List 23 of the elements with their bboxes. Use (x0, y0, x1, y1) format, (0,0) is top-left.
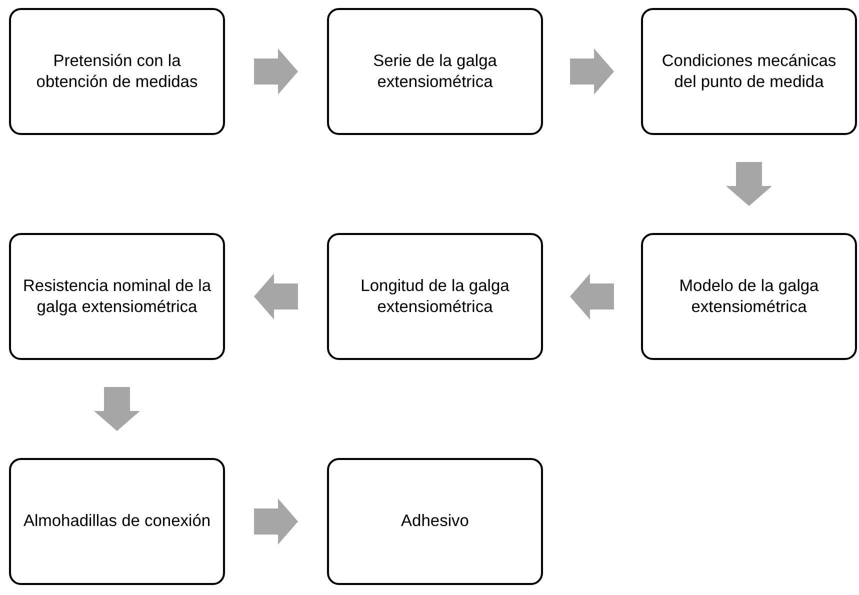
step-label: Pretensión con la obtención de medidas (35, 50, 199, 92)
step-label: Almohadillas de conexión (23, 511, 211, 532)
step-label: Adhesivo (401, 511, 469, 532)
step-label: Serie de la galga extensiométrica (372, 50, 498, 92)
process-box (327, 458, 543, 585)
process-box (641, 233, 857, 360)
process-box (9, 458, 225, 585)
process-box (327, 233, 543, 360)
block-arrow (570, 274, 614, 320)
block-arrow (254, 274, 298, 320)
process-box (641, 8, 857, 135)
block-arrow (570, 48, 614, 94)
block-arrow (94, 387, 140, 431)
step-label: Resistencia nominal de la galga extensiométrica (22, 276, 212, 318)
process-box (9, 8, 225, 135)
process-box (327, 8, 543, 135)
block-arrow (726, 162, 772, 206)
step-label: Condiciones mecánicas del punto de medida (660, 50, 838, 92)
step-label: Modelo de la galga extensiométrica (678, 276, 820, 318)
step-label: Longitud de la galga extensiométrica (360, 276, 510, 318)
process-box (9, 233, 225, 360)
block-arrow (254, 48, 298, 94)
block-arrow (254, 498, 298, 544)
